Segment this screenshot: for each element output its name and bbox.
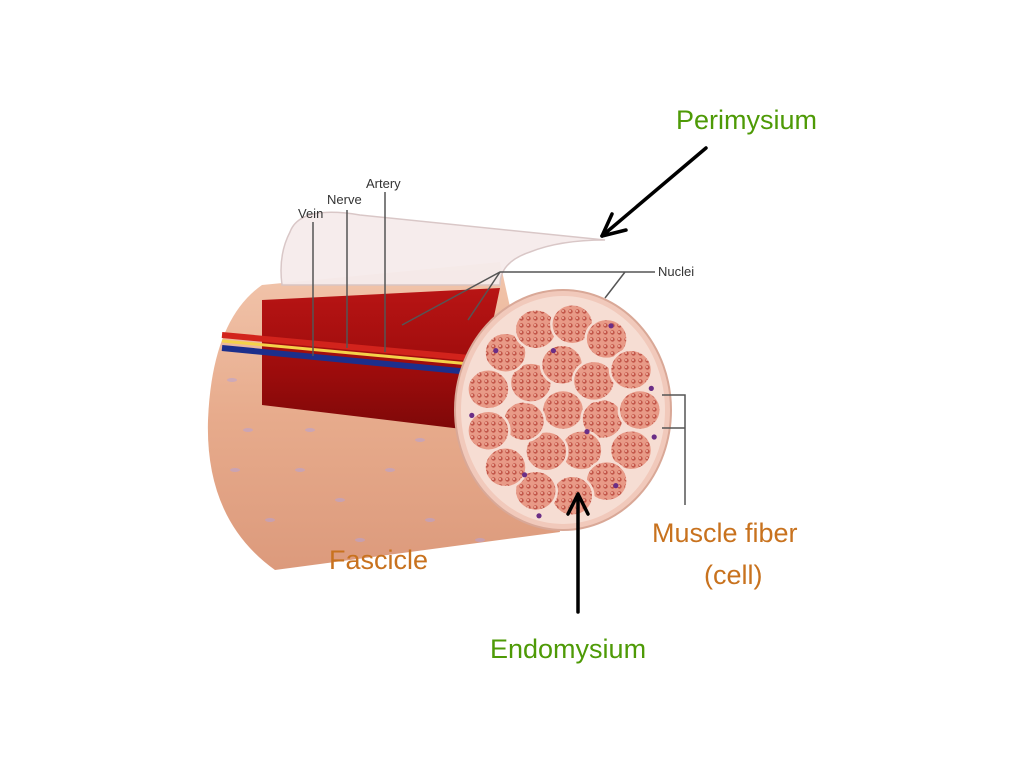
vein-vessel	[221, 345, 471, 375]
red-interior	[262, 288, 500, 430]
nucleus-dot	[651, 434, 657, 440]
muscle-fibers	[466, 302, 663, 518]
muscle-fiber	[571, 359, 617, 403]
muscle-fiber	[540, 388, 586, 432]
perimysium-arrowhead	[600, 212, 628, 238]
endomysium-label: Endomysium	[490, 634, 647, 664]
sheath-speckles	[227, 378, 485, 542]
perimysium-label: Perimysium	[676, 105, 818, 135]
muscle-fiber	[466, 409, 511, 452]
nerve-vessel	[221, 339, 471, 366]
nucleus-dot	[613, 483, 619, 489]
nuclei-label: Nuclei	[658, 264, 695, 279]
muscle-fiber	[466, 368, 511, 411]
nucleus-dot	[584, 429, 590, 435]
vein-label: Vein	[298, 206, 324, 221]
muscle-fiber-label-line2: (cell)	[704, 560, 763, 590]
muscle-fiber	[513, 469, 559, 513]
leader-lines	[312, 192, 686, 505]
muscle-fiber	[608, 428, 654, 472]
muscle-fiber	[617, 388, 663, 432]
nucleus-dot	[648, 385, 654, 391]
nucleus-dot	[469, 412, 475, 418]
muscle-fiber	[483, 331, 528, 374]
muscle-fiber	[513, 307, 559, 351]
nucleus-dot	[608, 323, 614, 329]
muscle-fiber	[608, 348, 654, 392]
muscle-fiber	[584, 317, 629, 361]
nerve-label: Nerve	[327, 192, 362, 207]
perimysium-arrow	[600, 146, 708, 238]
nucleus-dot	[550, 348, 557, 354]
nuclei-dots	[469, 323, 657, 519]
nucleus-dot	[536, 513, 542, 519]
fascicle-label: Fascicle	[329, 545, 429, 575]
artery-label: Artery	[366, 176, 401, 191]
perimysium-flap	[280, 211, 606, 286]
muscle-fiber	[524, 430, 569, 473]
endomysium-arrowhead	[566, 492, 590, 516]
artery-vessel	[221, 332, 471, 361]
muscle-fiber-label-line1: Muscle fiber	[652, 518, 798, 548]
nuclei-leader	[401, 271, 655, 326]
fiber-bracket	[662, 394, 686, 505]
arrows	[566, 146, 708, 614]
muscle-fiber	[483, 446, 528, 489]
nucleus-dot	[493, 348, 499, 354]
nucleus-dot	[522, 472, 528, 478]
